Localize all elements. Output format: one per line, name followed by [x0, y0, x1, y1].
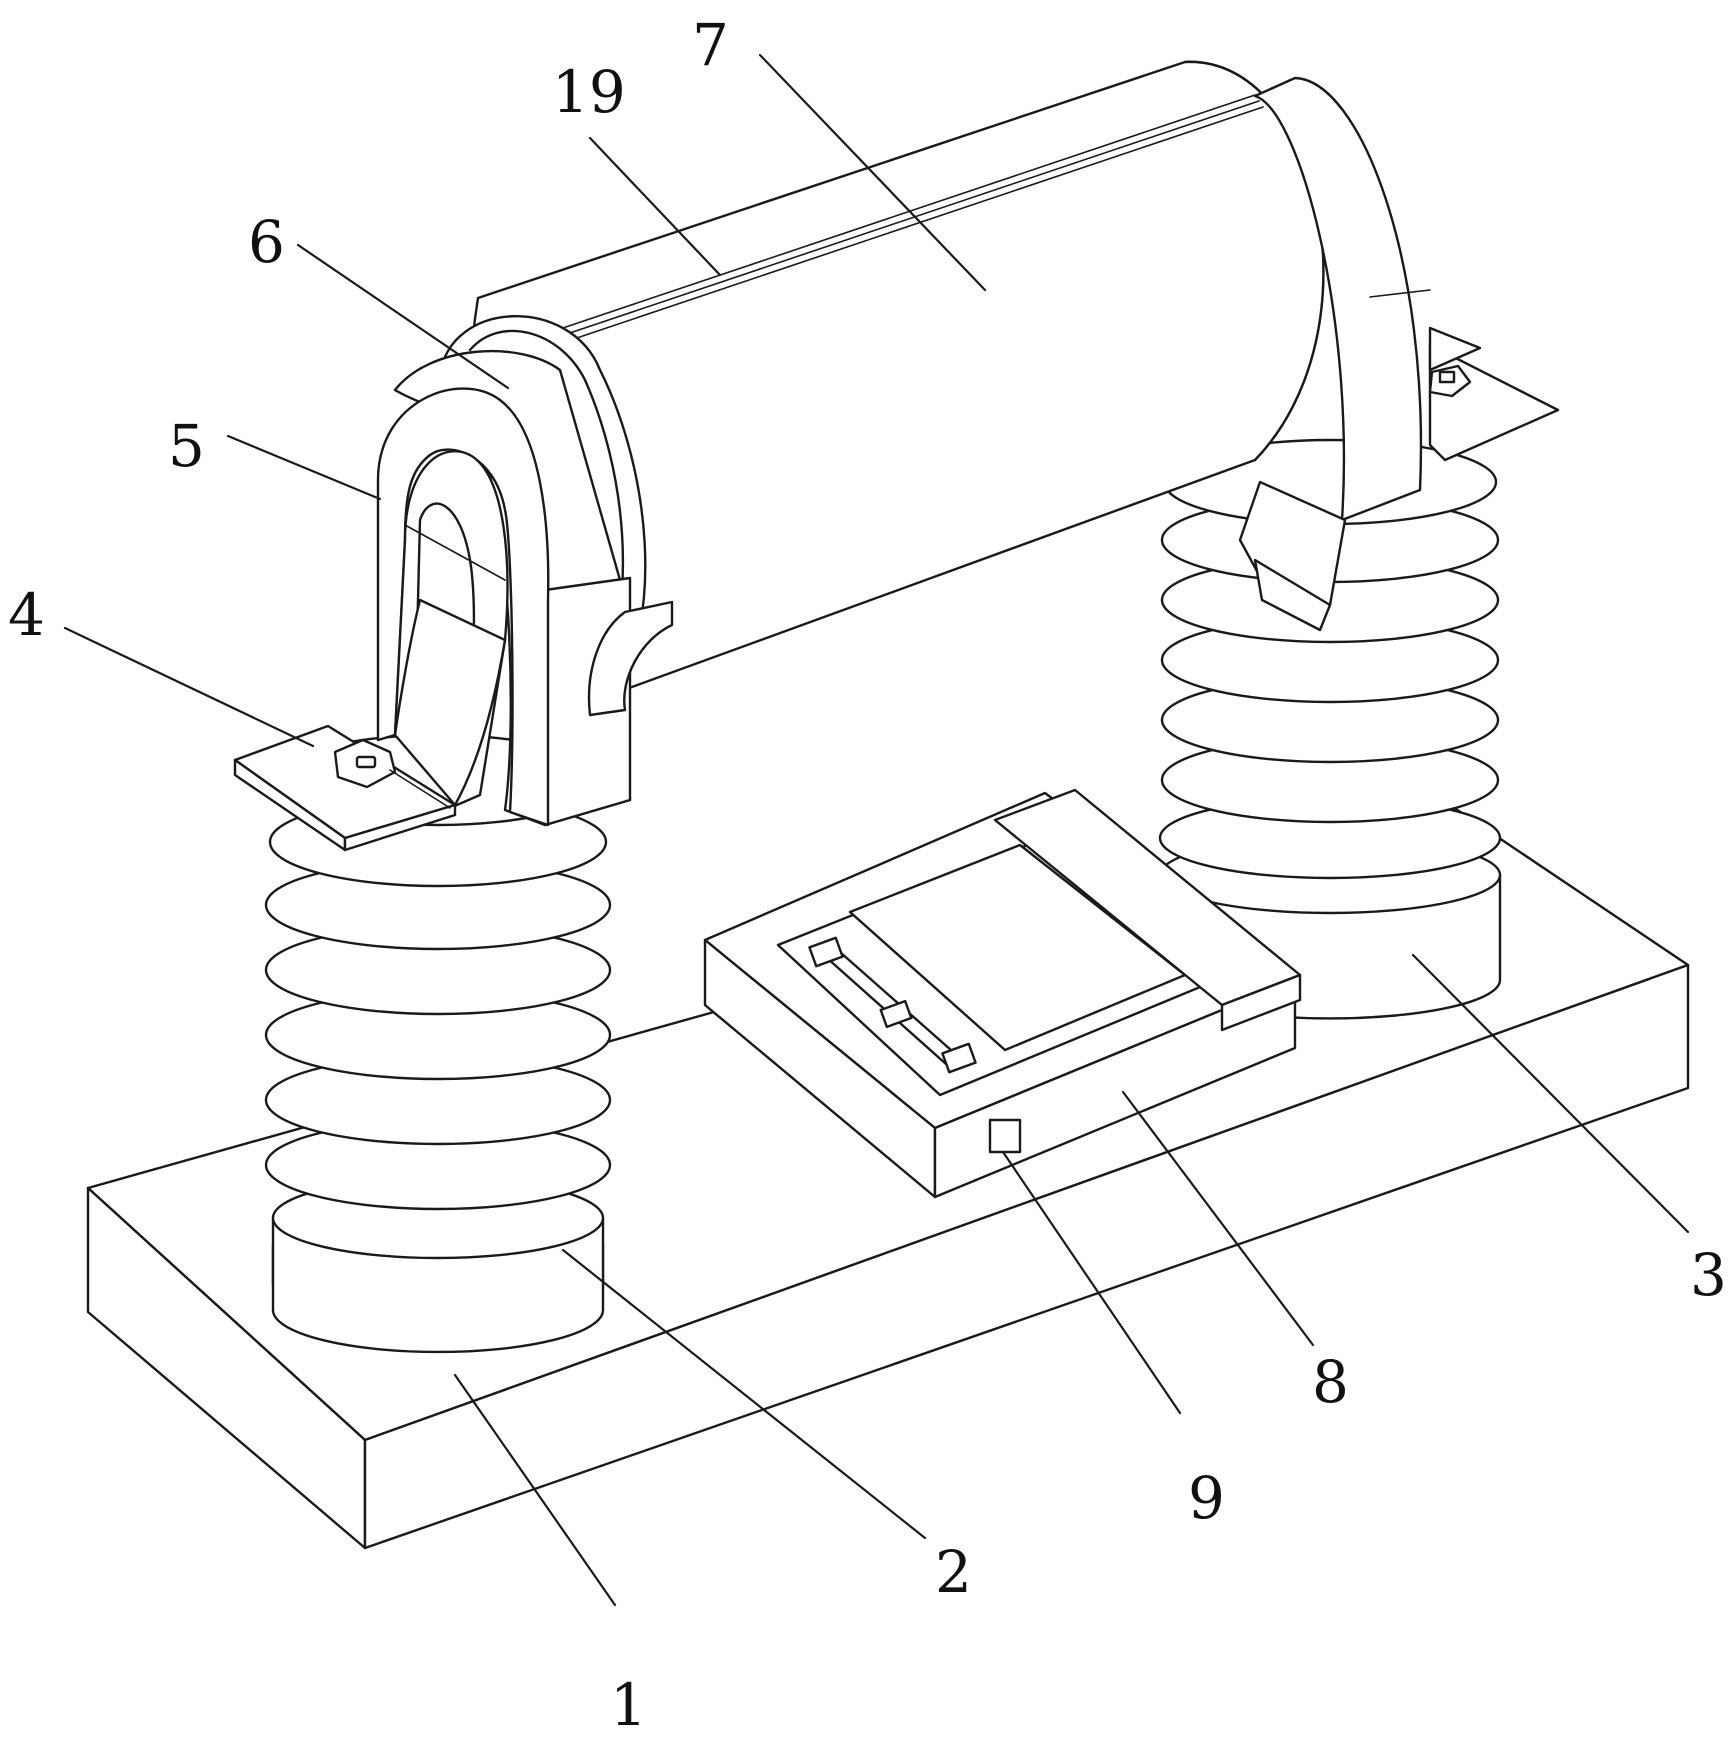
leader-line-8	[1121, 1090, 1315, 1347]
label-7: 7	[692, 11, 729, 79]
left-clamp-tongue	[393, 598, 507, 807]
contact-strip	[547, 94, 1264, 346]
left-clamp-fold	[404, 524, 506, 581]
label-4: 4	[8, 581, 45, 649]
indicator-window	[988, 1118, 1022, 1154]
switch-panel-edge	[849, 911, 1006, 1051]
label-5: 5	[168, 412, 205, 480]
leader-line-9	[1001, 1150, 1182, 1415]
leader-line-4	[63, 626, 315, 748]
reference-numerals: 1 2 3 4 5 6 7 8 9 19	[8, 11, 1727, 1739]
left-insulator-base-lower	[271, 1243, 605, 1354]
label-2: 2	[935, 1538, 972, 1606]
leader-line-7	[758, 53, 987, 292]
right-end-clamp	[1253, 76, 1423, 522]
left-mounting-plate	[233, 724, 457, 852]
leader-line-19	[588, 136, 722, 277]
cross-bar-side	[1220, 973, 1302, 1032]
left-clamp-outer	[376, 387, 550, 827]
clamp-seam	[1369, 289, 1431, 298]
right-bolt-slot	[1438, 370, 1456, 384]
switch-box	[703, 788, 1302, 1199]
slide-block	[808, 936, 844, 968]
leader-line-2	[561, 1248, 927, 1540]
label-8: 8	[1312, 1348, 1349, 1416]
left-plate-side	[343, 803, 457, 852]
left-cap-clip	[587, 600, 674, 717]
label-9: 9	[1188, 1464, 1225, 1532]
switch-box-side	[933, 978, 1297, 1199]
leader-line-6	[296, 243, 510, 390]
left-clamp	[376, 387, 550, 827]
leader-lines	[63, 53, 1690, 1607]
right-plate-edge	[1428, 326, 1482, 372]
label-6: 6	[248, 208, 285, 276]
left-plate-groove	[389, 769, 451, 809]
label-3: 3	[1690, 1241, 1727, 1309]
left-bolt-slot	[355, 755, 377, 769]
base-side-face	[363, 963, 1690, 1550]
label-19: 19	[552, 58, 626, 126]
leader-line-5	[226, 434, 382, 501]
leader-line-3	[1411, 953, 1690, 1234]
leader-line-1	[453, 1373, 617, 1607]
slide-block	[879, 999, 913, 1029]
slide-block	[941, 1042, 977, 1074]
label-1: 1	[610, 1671, 647, 1739]
right-contact-wedge	[1253, 558, 1332, 632]
